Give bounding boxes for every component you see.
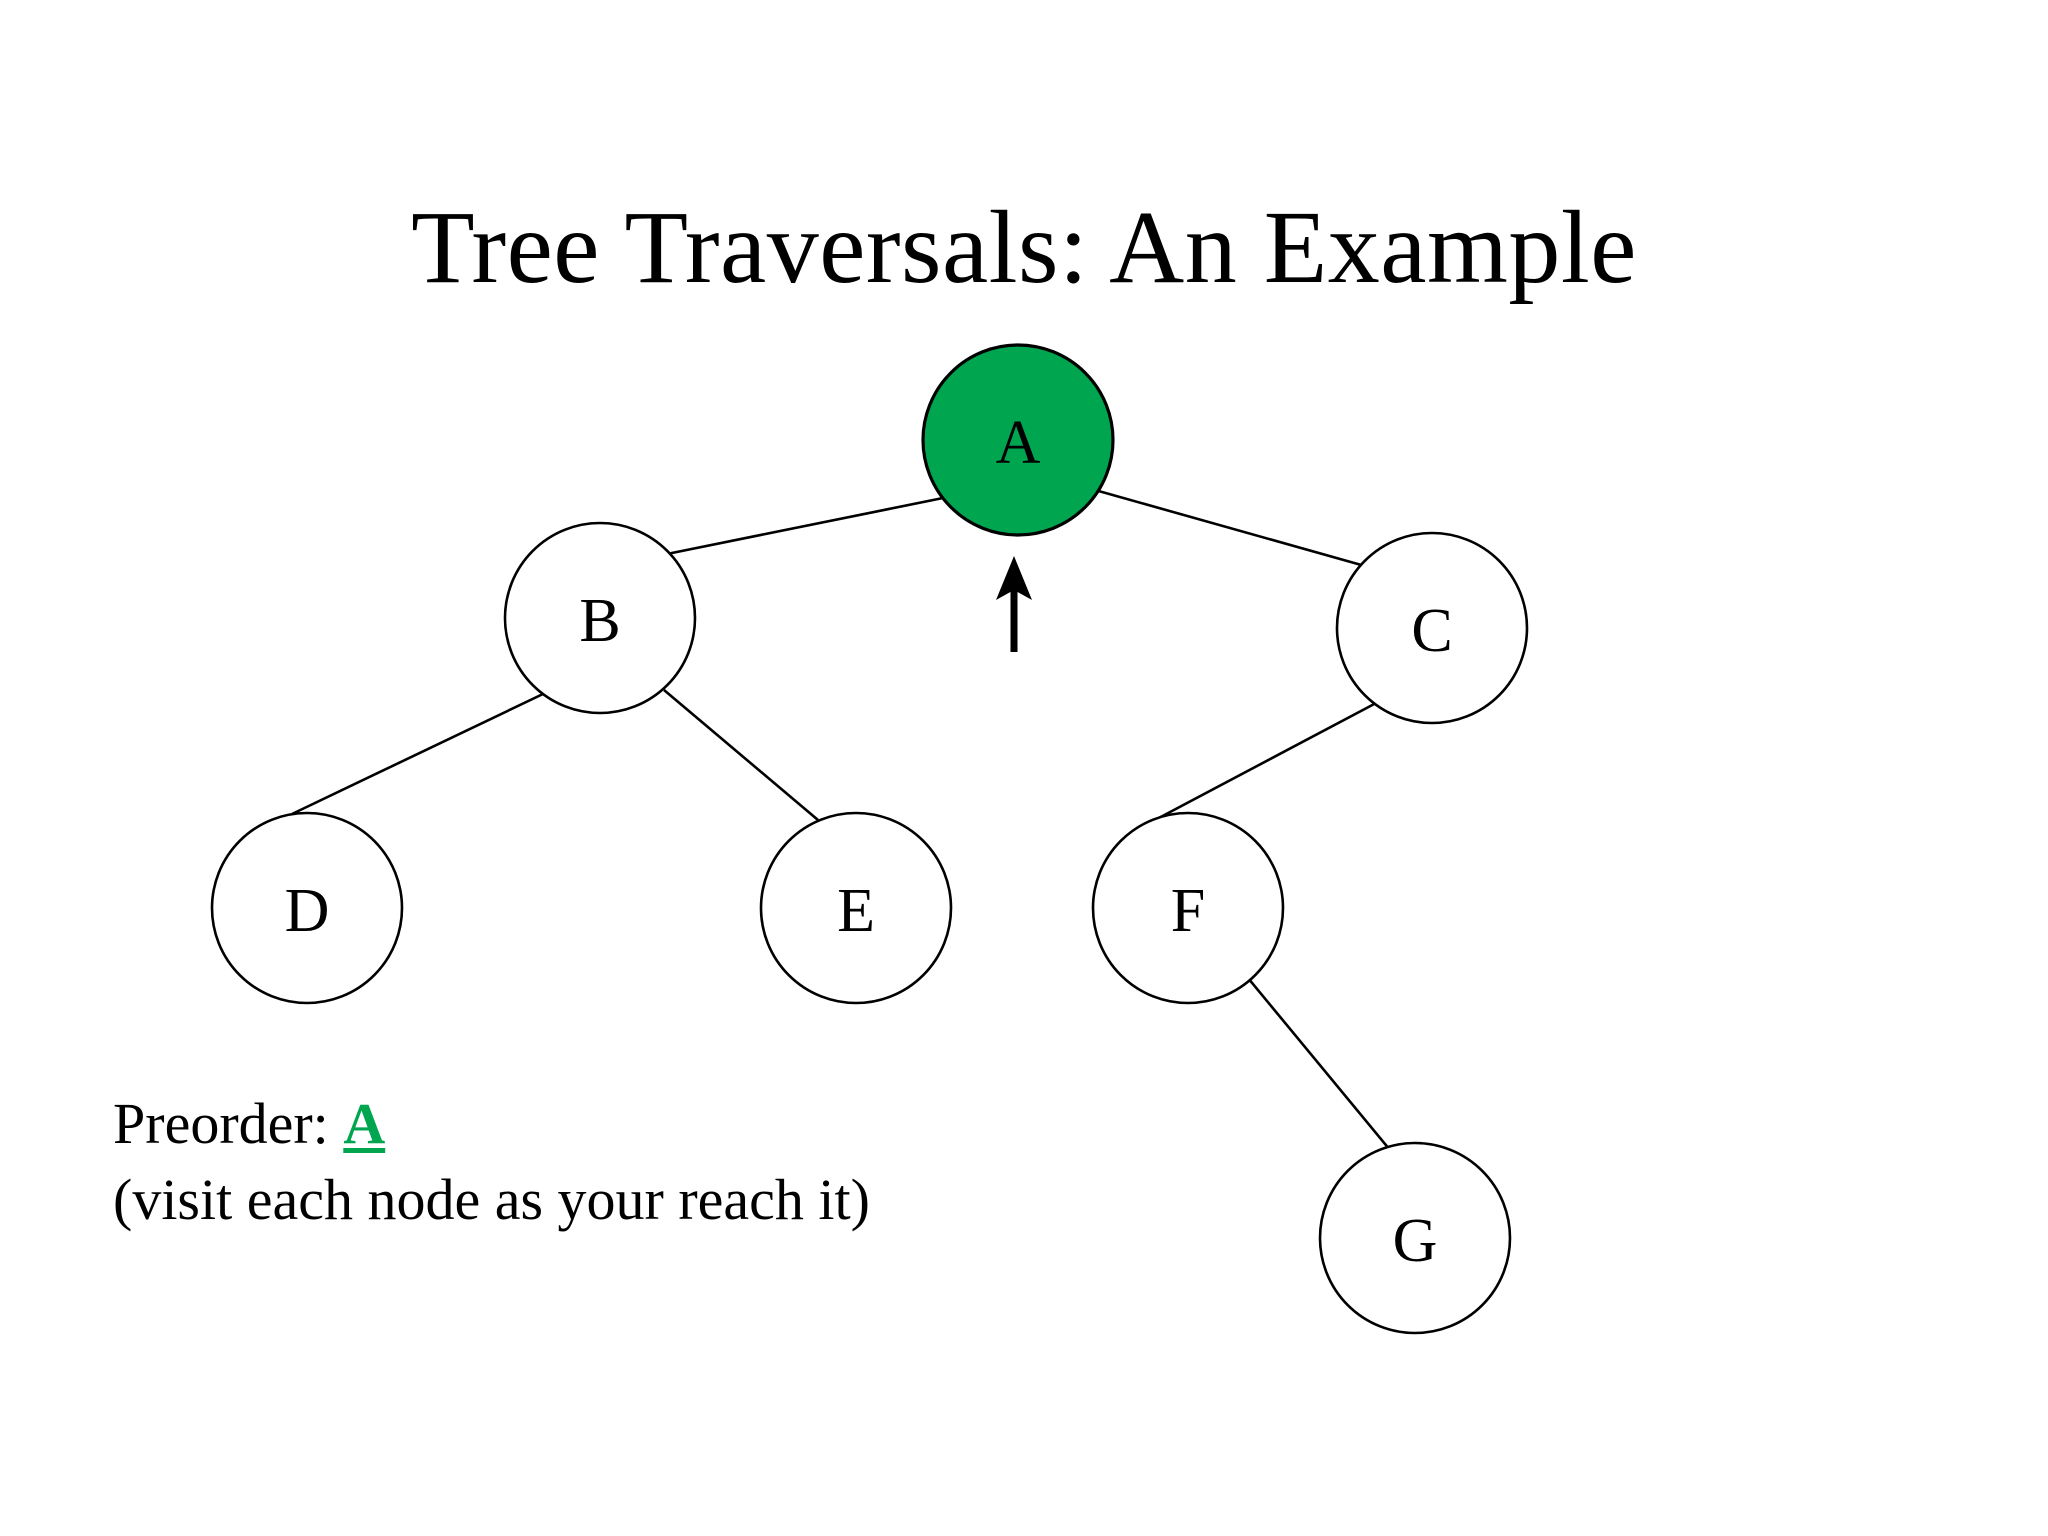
edge-b-d <box>291 692 544 816</box>
node-label-d: D <box>285 877 330 945</box>
node-shape-d[interactable] <box>210 811 404 1005</box>
node-shape-g[interactable] <box>1318 1141 1512 1335</box>
node-shape-b[interactable] <box>503 521 697 715</box>
node-label-c: C <box>1411 597 1452 665</box>
tree-node-d[interactable]: D <box>210 811 404 1005</box>
node-shape-e[interactable] <box>759 811 953 1005</box>
node-layer: A B C D E F <box>210 343 1529 1335</box>
preorder-label: Preorder: <box>113 1091 329 1156</box>
edge-c-f <box>1154 700 1379 822</box>
tree-node-b[interactable]: B <box>503 521 697 715</box>
tree-node-c[interactable]: C <box>1335 531 1529 725</box>
up-arrow-head <box>996 556 1032 600</box>
traversal-caption: Preorder: A (visit each node as your rea… <box>113 1090 870 1235</box>
node-shape-a[interactable] <box>921 343 1115 537</box>
edge-layer <box>291 488 1392 1151</box>
node-label-a: A <box>996 409 1041 477</box>
up-arrow-icon <box>996 556 1032 652</box>
node-label-b: B <box>579 587 620 655</box>
preorder-note: (visit each node as your reach it) <box>113 1167 870 1233</box>
node-label-f: F <box>1171 877 1205 945</box>
node-label-e: E <box>837 877 875 945</box>
node-shape-c[interactable] <box>1335 531 1529 725</box>
edge-b-e <box>663 689 819 821</box>
tree-node-a[interactable]: A <box>921 343 1115 537</box>
edge-a-c <box>1094 488 1373 570</box>
tree-node-f[interactable]: F <box>1091 811 1285 1005</box>
node-shape-f[interactable] <box>1091 811 1285 1005</box>
tree-node-g[interactable]: G <box>1318 1141 1512 1335</box>
edge-f-g <box>1246 977 1392 1151</box>
page-title: Tree Traversals: An Example <box>411 190 1637 305</box>
node-label-g: G <box>1393 1207 1438 1275</box>
edge-a-b <box>661 496 944 557</box>
preorder-line: Preorder: A <box>113 1090 870 1158</box>
tree-node-e[interactable]: E <box>759 811 953 1005</box>
visited-sequence: A <box>343 1091 386 1156</box>
